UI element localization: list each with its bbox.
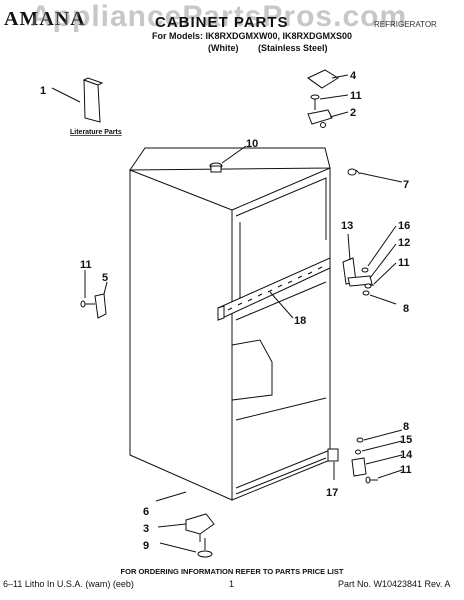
callout-6: 6 <box>143 506 149 518</box>
callout-12: 12 <box>398 237 410 249</box>
bracket <box>327 448 339 462</box>
divider-rail <box>217 257 331 321</box>
model-list: For Models: IK8RXDGMXW00, IK8RXDGMXS00 <box>152 31 353 41</box>
hinge-cover <box>307 69 339 89</box>
callout-16: 16 <box>398 220 410 232</box>
callout-11a: 11 <box>350 90 362 102</box>
callout-1: 1 <box>40 85 46 97</box>
callout-10: 10 <box>246 138 258 150</box>
callout-13: 13 <box>341 220 353 232</box>
watermark: AppliancePartsPros.com <box>30 0 408 33</box>
literature-booklet <box>83 79 101 123</box>
literature-parts-label: Literature Parts <box>70 129 122 136</box>
callout-11d: 11 <box>400 464 412 476</box>
callout-3: 3 <box>143 523 149 535</box>
callout-2: 2 <box>350 107 356 119</box>
leveling-foot <box>197 538 213 558</box>
door-stop-left <box>80 293 107 319</box>
cabinet-shell <box>129 147 331 501</box>
callout-5: 5 <box>102 272 108 284</box>
leveling-leg <box>185 513 215 542</box>
top-hinge <box>307 109 333 125</box>
callout-18: 18 <box>294 315 306 327</box>
callout-8b: 8 <box>403 421 409 433</box>
callout-15: 15 <box>400 434 412 446</box>
center-hinge <box>342 257 375 296</box>
top-plug <box>209 162 223 173</box>
variant-white: (White) <box>208 43 239 53</box>
footer-litho: 6–11 Litho In U.S.A. (wam) (eeb) <box>3 579 134 589</box>
callout-14: 14 <box>400 449 413 461</box>
part-number: Part No. W10423841 Rev. A <box>338 579 451 589</box>
ordering-note: FOR ORDERING INFORMATION REFER TO PARTS … <box>120 567 344 576</box>
category-label: REFRIGERATOR <box>374 20 437 29</box>
callout-7: 7 <box>403 179 409 191</box>
variant-stainless: (Stainless Steel) <box>258 43 328 53</box>
page-title: CABINET PARTS <box>155 14 289 31</box>
leader-lines <box>51 74 403 553</box>
callout-4: 4 <box>350 70 357 82</box>
page-number: 1 <box>229 579 235 589</box>
brand-logo: AMANA <box>4 8 86 30</box>
callout-labels: 1 4 11 2 10 7 13 16 12 11 11 5 8 18 8 15… <box>40 70 413 552</box>
cabinet-interior <box>231 177 331 495</box>
screw-top-hinge <box>310 94 320 110</box>
callout-17: 17 <box>326 487 338 499</box>
callout-11c: 11 <box>80 259 92 271</box>
hinge-pin-plug <box>347 168 361 176</box>
callout-8a: 8 <box>403 303 409 315</box>
callout-9: 9 <box>143 540 149 552</box>
bottom-hinge <box>351 437 378 484</box>
callout-11b: 11 <box>398 257 410 269</box>
